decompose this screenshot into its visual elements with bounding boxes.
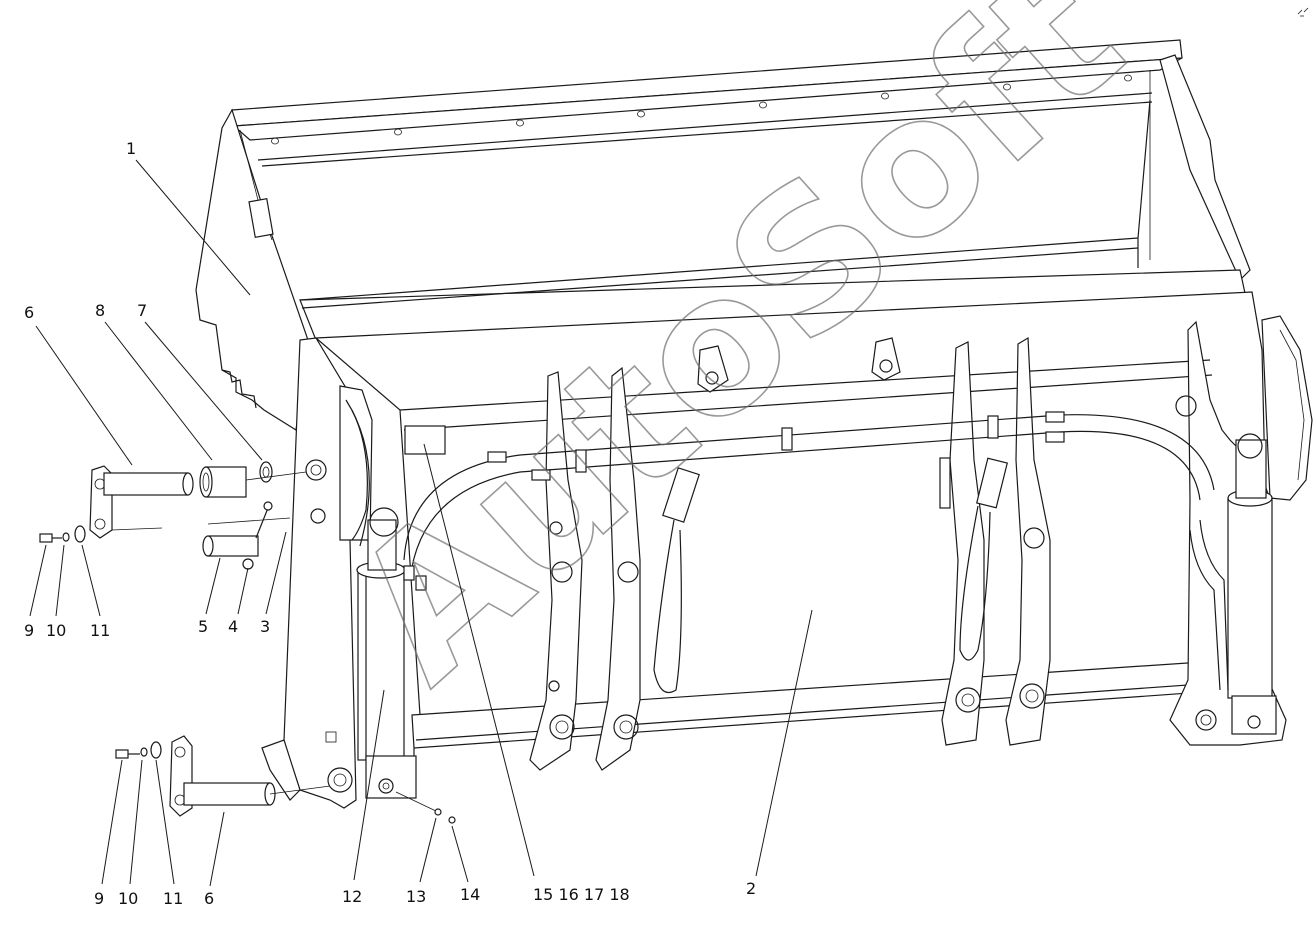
hydraulic-cylinder-right xyxy=(1227,433,1277,735)
callout-6-lower: 6 xyxy=(204,889,214,908)
left-mount-frame xyxy=(261,337,373,809)
exploded-upper-pin-assembly xyxy=(39,461,307,570)
callout-10-upper: 10 xyxy=(46,621,66,640)
callout-15-18: 15 16 17 18 xyxy=(533,885,630,904)
callout-10-lower: 10 xyxy=(118,889,138,908)
callout-11-upper: 11 xyxy=(90,621,110,640)
link-arm-1 xyxy=(529,371,583,771)
callout-1: 1 xyxy=(126,139,136,158)
callout-9-upper: 9 xyxy=(24,621,34,640)
callouts: 1 2 3 4 5 6 6 7 8 9 9 10 10 11 11 12 13 … xyxy=(24,139,756,908)
callout-8: 8 xyxy=(95,301,105,320)
callout-5: 5 xyxy=(198,617,208,636)
exploded-lower-pin-assembly xyxy=(115,735,456,824)
hydraulic-hoses xyxy=(403,411,1229,694)
corner-mark xyxy=(1297,7,1309,17)
callout-3: 3 xyxy=(260,617,270,636)
callout-6-upper: 6 xyxy=(24,303,34,322)
callout-14: 14 xyxy=(460,885,480,904)
link-arm-2 xyxy=(595,366,641,771)
link-arm-4 xyxy=(1005,336,1051,746)
upper-ear xyxy=(697,337,901,393)
callout-7: 7 xyxy=(137,301,147,320)
leader-lines xyxy=(29,159,813,887)
top-rail-holes xyxy=(271,74,1132,145)
callout-13: 13 xyxy=(406,887,426,906)
callout-11-lower: 11 xyxy=(163,889,183,908)
hydraulic-cylinder-left xyxy=(356,507,417,799)
callout-12: 12 xyxy=(342,887,362,906)
callout-9-lower: 9 xyxy=(94,889,104,908)
callout-2: 2 xyxy=(746,879,756,898)
callout-4: 4 xyxy=(228,617,238,636)
link-arm-3 xyxy=(941,341,985,746)
